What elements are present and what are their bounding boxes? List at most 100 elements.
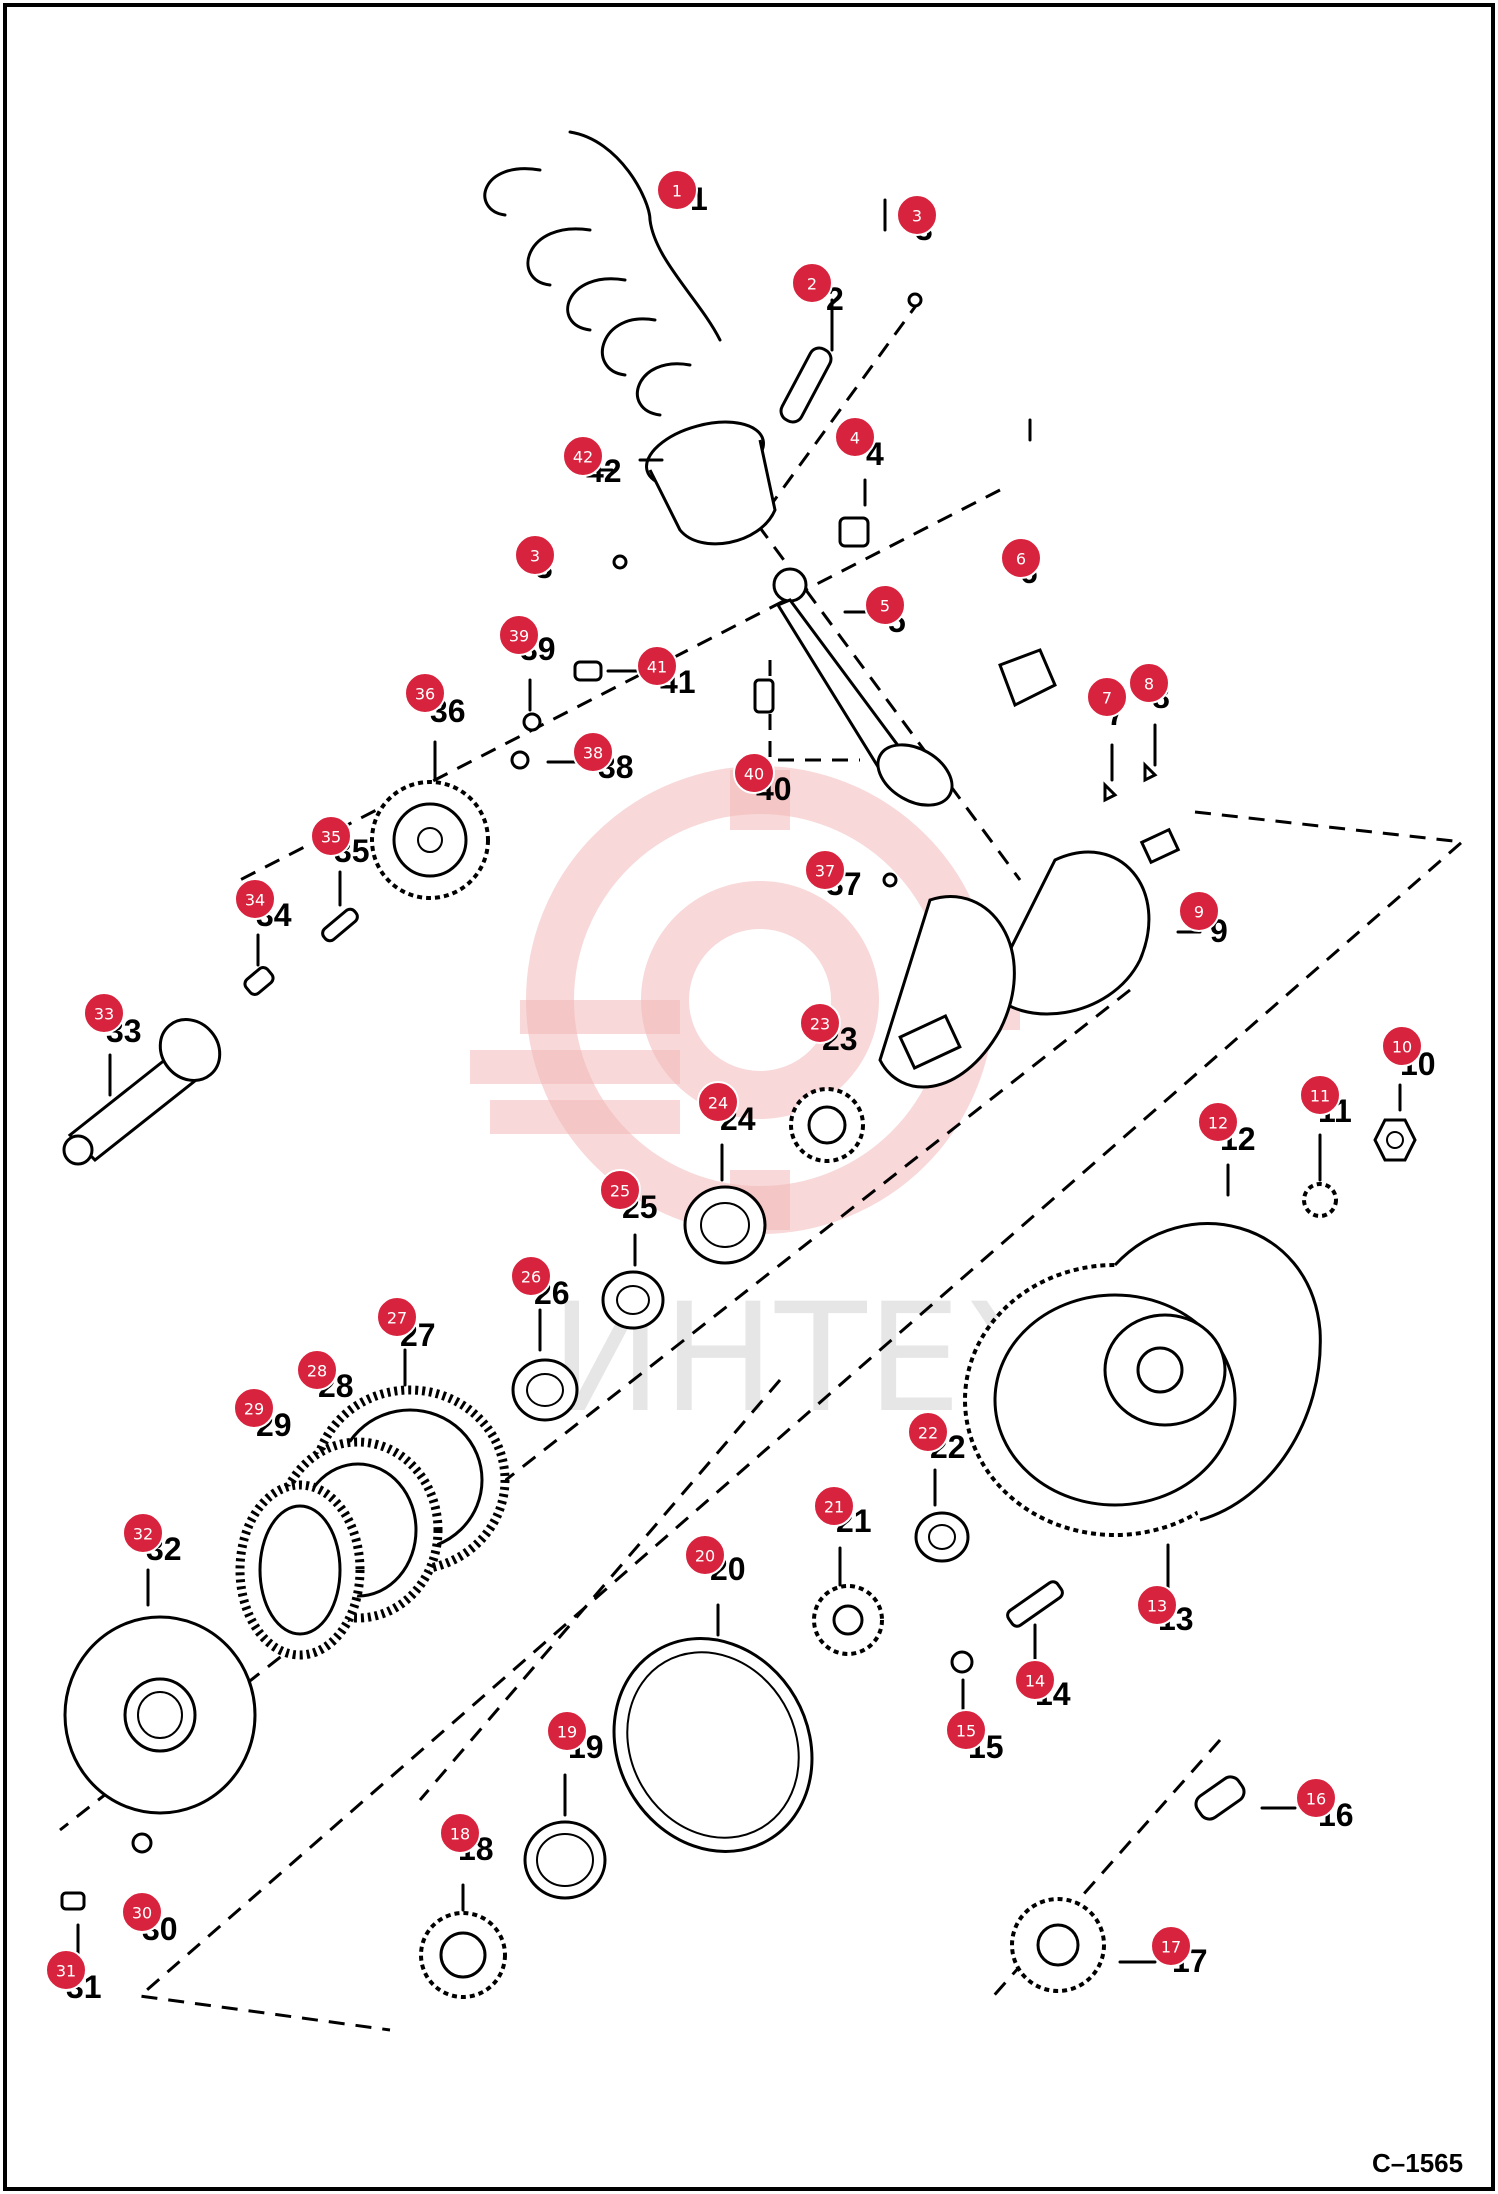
callout-badge-label: 27 — [387, 1309, 407, 1328]
callout-badge-circle — [546, 1710, 588, 1752]
callout-badge-19[interactable]: 19 — [546, 1710, 588, 1752]
callout-badge-12[interactable]: 12 — [1197, 1101, 1239, 1143]
callout-badge-label: 40 — [744, 765, 764, 784]
callout-badge-15[interactable]: 15 — [945, 1709, 987, 1751]
callout-badge-circle — [1014, 1659, 1056, 1701]
callout-badge-label: 32 — [133, 1525, 153, 1544]
seal-19 — [523, 1820, 607, 1900]
callout-badge-17[interactable]: 17 — [1150, 1925, 1192, 1967]
bolt-31 — [60, 1891, 86, 1911]
callout-badge-circle — [804, 849, 846, 891]
gasket-20 — [612, 1637, 814, 1853]
callout-badge-label: 41 — [647, 658, 667, 677]
crank-pin-8 — [1143, 761, 1158, 783]
callout-badge-1[interactable]: 1 — [656, 169, 698, 211]
callout-badge-39[interactable]: 39 — [498, 614, 540, 656]
crank-plug — [882, 872, 898, 888]
callout-badge-7[interactable]: 7 — [1086, 676, 1128, 718]
callout-badge-23[interactable]: 23 — [799, 1002, 841, 1044]
callout-badge-16[interactable]: 16 — [1295, 1777, 1337, 1819]
rod-cap — [998, 648, 1057, 708]
callout-badge-31[interactable]: 31 — [45, 1949, 87, 1991]
callout-badge-38[interactable]: 38 — [572, 731, 614, 773]
callout-badge-2[interactable]: 2 — [791, 262, 833, 304]
callout-badge-8[interactable]: 8 — [1128, 662, 1170, 704]
callout-badge-label: 21 — [824, 1498, 844, 1517]
callout-badge-label: 23 — [810, 1015, 830, 1034]
callout-badge-circle — [813, 1485, 855, 1527]
callout-badge-25[interactable]: 25 — [599, 1169, 641, 1211]
callout-badge-42[interactable]: 42 — [562, 435, 604, 477]
camshaft — [62, 1018, 222, 1166]
callout-badge-circle — [1150, 1925, 1192, 1967]
callout-badge-34[interactable]: 34 — [234, 878, 276, 920]
callout-badge-label: 24 — [708, 1094, 728, 1113]
callout-badge-circle — [864, 584, 906, 626]
callout-badge-4[interactable]: 4 — [834, 416, 876, 458]
callout-badge-37[interactable]: 37 — [804, 849, 846, 891]
callout-badge-32[interactable]: 32 — [122, 1512, 164, 1554]
callout-badge-circle — [1178, 890, 1220, 932]
callout-badge-label: 37 — [815, 862, 835, 881]
callout-badge-40[interactable]: 40 — [733, 752, 775, 794]
callout-badge-21[interactable]: 21 — [813, 1485, 855, 1527]
callout-badge-3[interactable]: 3 — [514, 534, 556, 576]
callout-badge-29[interactable]: 29 — [233, 1387, 275, 1429]
crank-pin-7 — [1103, 781, 1118, 803]
callout-badge-label: 19 — [557, 1723, 577, 1742]
callout-badge-label: 16 — [1306, 1790, 1326, 1809]
callout-badge-24[interactable]: 24 — [697, 1081, 739, 1123]
callout-badge-circle — [945, 1709, 987, 1751]
callout-badge-30[interactable]: 30 — [121, 1891, 163, 1933]
callout-badge-circle — [1086, 676, 1128, 718]
callout-badge-circle — [514, 534, 556, 576]
callout-badge-22[interactable]: 22 — [907, 1411, 949, 1453]
callout-badge-33[interactable]: 33 — [83, 992, 125, 1034]
callout-badge-26[interactable]: 26 — [510, 1255, 552, 1297]
callout-badge-label: 20 — [695, 1547, 715, 1566]
callout-badge-circle — [1128, 662, 1170, 704]
callout-badge-circle — [572, 731, 614, 773]
callout-badge-label: 3 — [530, 547, 540, 566]
callout-badge-label: 5 — [880, 597, 890, 616]
spring-34 — [243, 966, 275, 996]
callout-badge-36[interactable]: 36 — [404, 672, 446, 714]
rod-bolt — [753, 678, 775, 714]
callout-badge-label: 35 — [321, 828, 341, 847]
callout-badge-label: 39 — [509, 627, 529, 646]
callout-badge-11[interactable]: 11 — [1299, 1074, 1341, 1116]
callout-badge-label: 15 — [956, 1722, 976, 1741]
assembly-guide-lines — [59, 299, 1466, 2032]
callout-badge-27[interactable]: 27 — [376, 1296, 418, 1338]
washer-22 — [914, 1511, 970, 1563]
callout-badge-label: 9 — [1194, 903, 1204, 922]
callout-badge-6[interactable]: 6 — [1000, 537, 1042, 579]
callout-badge-20[interactable]: 20 — [684, 1534, 726, 1576]
callout-badge-10[interactable]: 10 — [1381, 1025, 1423, 1067]
crankshaft — [878, 827, 1181, 1089]
crank-bearing — [789, 1087, 865, 1163]
pin-35 — [321, 907, 359, 943]
piston-rings — [483, 130, 722, 417]
callout-badge-3[interactable]: 3 — [896, 194, 938, 236]
callout-badge-41[interactable]: 41 — [636, 645, 678, 687]
washer-30 — [131, 1832, 153, 1854]
callout-badge-label: 7 — [1102, 689, 1112, 708]
callout-badge-28[interactable]: 28 — [296, 1349, 338, 1391]
callout-badge-label: 36 — [415, 685, 435, 704]
callout-badge-35[interactable]: 35 — [310, 815, 352, 857]
callout-badge-5[interactable]: 5 — [864, 584, 906, 626]
callout-badge-circle — [121, 1891, 163, 1933]
callout-badge-18[interactable]: 18 — [439, 1812, 481, 1854]
bearing-18 — [419, 1911, 507, 1999]
callout-badge-circle — [233, 1387, 275, 1429]
drawing-frame — [3, 3, 1495, 2191]
callout-badge-13[interactable]: 13 — [1136, 1584, 1178, 1626]
callout-badge-circle — [896, 194, 938, 236]
callout-badge-14[interactable]: 14 — [1014, 1659, 1056, 1701]
callout-badge-9[interactable]: 9 — [1178, 890, 1220, 932]
bolt-41 — [573, 660, 603, 682]
callout-badge-circle — [834, 416, 876, 458]
callout-badge-circle — [404, 672, 446, 714]
